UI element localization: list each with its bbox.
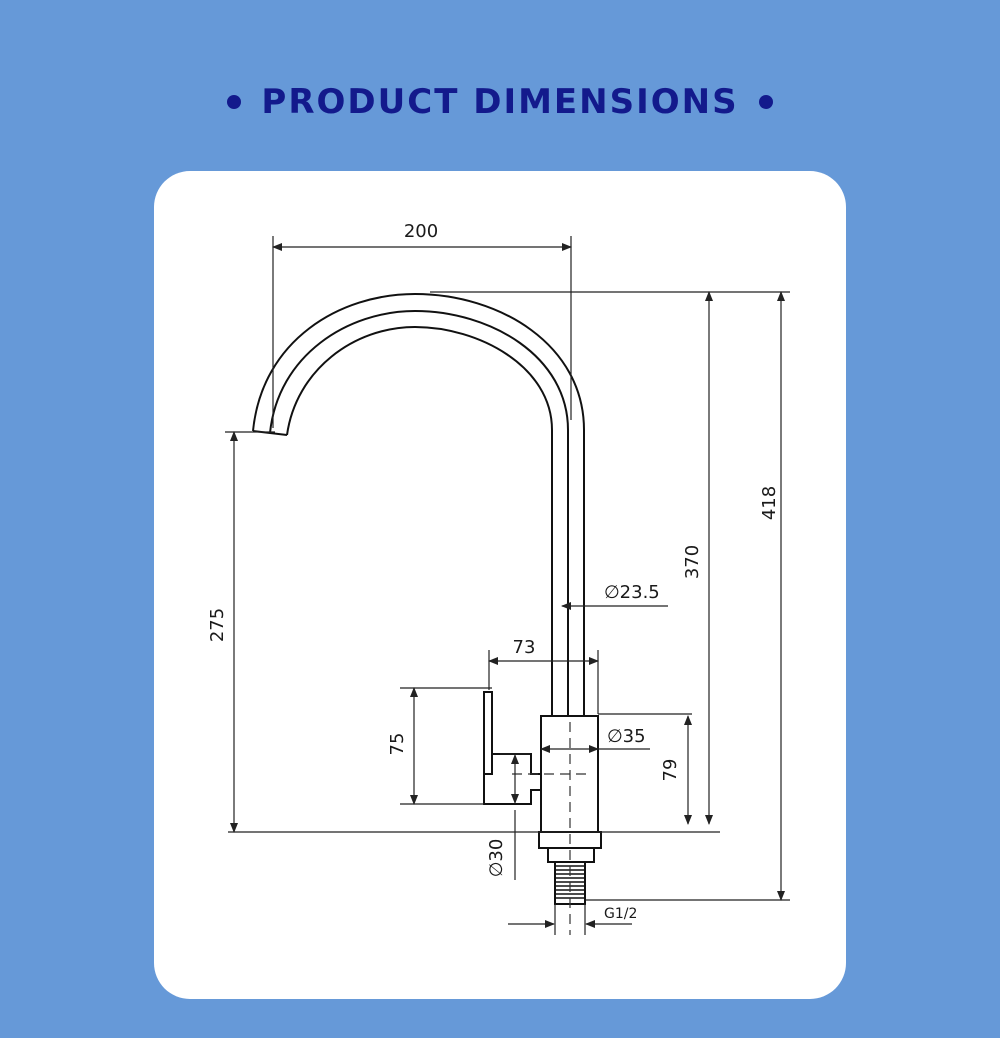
dimension-total-height-label: 418	[759, 486, 780, 520]
dimension-spout-height-label: 275	[207, 608, 228, 642]
spout-outer-edge	[252, 292, 585, 716]
dimension-spout-height: 275	[207, 431, 238, 833]
dimension-body-diameter: ∅35	[540, 726, 650, 753]
page-title: PRODUCT DIMENSIONS	[261, 82, 739, 122]
right-bullet-dot	[758, 95, 773, 109]
dimension-thread-label: G1/2	[604, 906, 637, 922]
extension-lines	[225, 236, 790, 935]
faucet-outline	[252, 292, 602, 935]
dimension-body-base-height-label: 79	[660, 759, 681, 782]
dimension-handle-hub-diameter-label: ∅30	[486, 839, 507, 878]
dimension-overall-reach-label: 200	[404, 221, 438, 242]
dimension-body-height-label: 370	[682, 545, 703, 579]
spout-inner-edge	[286, 325, 553, 716]
dimension-handle-reach: 73	[488, 637, 599, 665]
drawing-card	[154, 171, 846, 999]
dimension-thread: G1/2	[508, 906, 637, 928]
spout-middle-edge	[269, 309, 569, 716]
dimension-total-height: 418	[759, 291, 785, 901]
dimension-handle-height: 75	[387, 687, 418, 805]
left-bullet-dot	[227, 95, 242, 109]
base-washer	[547, 847, 595, 863]
dimension-handle-height-label: 75	[387, 733, 408, 756]
dimension-tube-diameter-label: ∅23.5	[604, 582, 660, 603]
handle-lever	[483, 691, 493, 775]
dimension-body-base-height: 79	[660, 715, 692, 825]
dimension-body-height: 370	[682, 291, 713, 825]
dimension-body-diameter-label: ∅35	[607, 726, 646, 747]
dimension-tube-diameter: ∅23.5	[561, 582, 668, 610]
dimension-handle-reach-label: 73	[513, 637, 536, 658]
page-header: PRODUCT DIMENSIONS	[0, 72, 1000, 132]
dimension-overall-reach: 200	[272, 221, 572, 251]
dimension-handle-hub-diameter: ∅30	[486, 754, 519, 880]
